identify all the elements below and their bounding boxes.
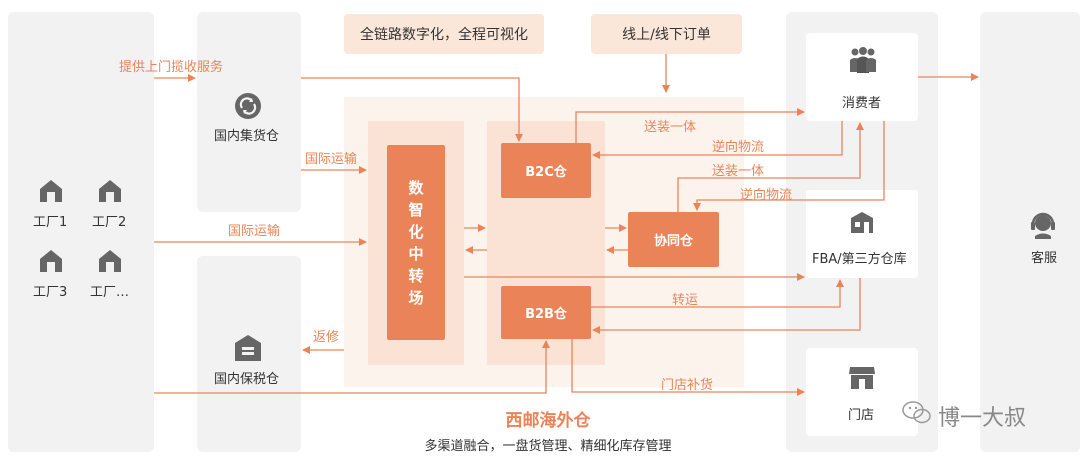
customer-service-label: 客服 xyxy=(1031,251,1058,266)
overseas-warehouse-title: 西邮海外仓 xyxy=(505,411,591,431)
fba-card xyxy=(806,190,918,278)
bonded-warehouse-label: 国内保税仓 xyxy=(214,372,280,387)
warehouse-building-icon xyxy=(849,210,875,238)
store-replenish-label: 门店补货 xyxy=(661,378,714,393)
watermark-text: 博一大叔 xyxy=(938,406,1027,431)
fba-label: FBA/第三方仓库 xyxy=(812,252,907,267)
wechat-icon xyxy=(902,400,932,430)
intl-transport-label-1: 国际运输 xyxy=(305,152,358,167)
people-icon xyxy=(848,46,878,78)
b2b-warehouse: B2B仓 xyxy=(501,286,591,339)
fba-to-b2b-arrow xyxy=(592,278,861,334)
factory-label: 工厂3 xyxy=(33,285,68,300)
store-card xyxy=(806,348,918,436)
factory-house-icon xyxy=(38,248,64,278)
storefront-icon xyxy=(848,364,876,394)
delivery-install-arrow-1 xyxy=(575,108,805,143)
factory-label: 工厂1 xyxy=(33,215,68,230)
bonded-to-b2b-arrow xyxy=(154,340,550,394)
return-repair-label: 返修 xyxy=(313,330,340,345)
hub-char: 场 xyxy=(408,288,424,307)
orders-tag: 线上/线下订单 xyxy=(591,14,742,54)
transfer-arrow xyxy=(591,279,844,308)
hub-char: 转 xyxy=(408,266,424,285)
delivery-install-label-2: 送装一体 xyxy=(712,164,765,179)
customer-service-icon xyxy=(1028,210,1058,244)
bonded-warehouse-icon xyxy=(234,334,262,366)
hub-char: 数 xyxy=(408,178,424,197)
store-label: 门店 xyxy=(848,408,875,423)
store-replenish-arrow xyxy=(571,339,805,396)
hub-char: 化 xyxy=(408,222,424,241)
digital-tag: 全链路数字化，全程可视化 xyxy=(344,14,544,54)
consolidation-warehouse-label: 国内集货仓 xyxy=(214,129,280,144)
collaborative-warehouse: 协同仓 xyxy=(628,212,719,267)
consumer-label: 消费者 xyxy=(842,96,882,111)
factory-label: 工厂… xyxy=(90,285,130,300)
smart-transfer-hub: 数 智 化 中 转 场 xyxy=(387,145,445,340)
reverse-logistics-label-2: 逆向物流 xyxy=(740,188,793,203)
hub-char: 中 xyxy=(408,244,424,263)
factory-house-icon xyxy=(38,178,64,208)
b2c-warehouse: B2C仓 xyxy=(501,143,591,198)
delivery-install-arrow-2 xyxy=(677,122,864,212)
factory-house-icon xyxy=(97,248,123,278)
reverse-logistics-arrow-2 xyxy=(693,121,885,211)
reverse-logistics-label-1: 逆向物流 xyxy=(712,140,765,155)
overseas-warehouse-subtitle: 多渠道融合，一盘货管理、精细化库存管理 xyxy=(424,439,672,454)
consolidation-to-b2c-arrow xyxy=(301,77,523,142)
service-panel xyxy=(980,12,1080,452)
transfer-label: 转运 xyxy=(672,293,699,308)
pickup-label: 提供上门揽收服务 xyxy=(119,60,224,75)
reverse-logistics-arrow-1 xyxy=(592,121,843,159)
factory-label: 工厂2 xyxy=(92,215,127,230)
intl-transport-label-2: 国际运输 xyxy=(228,224,281,239)
recycle-icon xyxy=(234,92,262,124)
delivery-install-label-1: 送装一体 xyxy=(644,120,697,135)
hub-char: 智 xyxy=(408,200,424,219)
factory-panel xyxy=(8,12,154,452)
factory-house-icon xyxy=(97,178,123,208)
